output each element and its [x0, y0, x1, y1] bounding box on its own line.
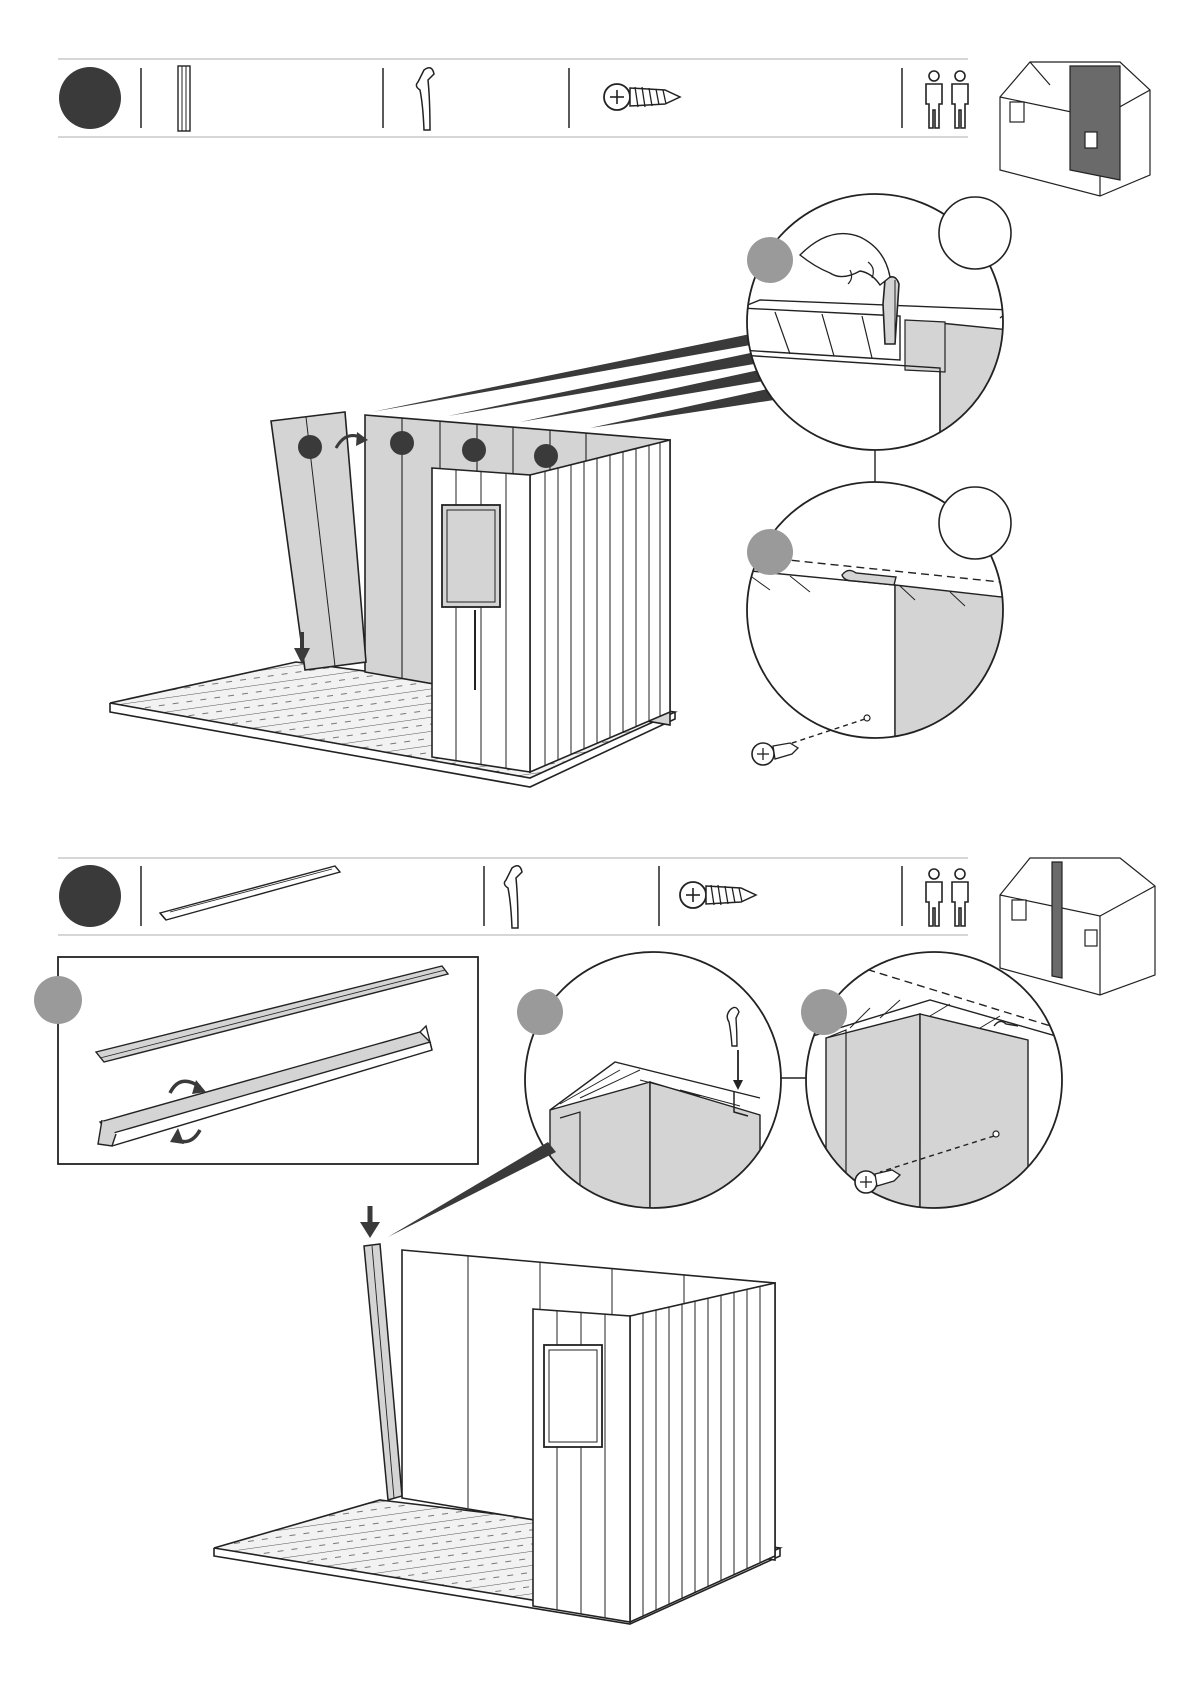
front-wall [533, 1309, 630, 1622]
corner-profile [364, 1244, 402, 1500]
window [544, 1345, 602, 1447]
detail-b-marker [747, 529, 793, 575]
step-2-number-badge [59, 865, 121, 927]
h-clip-icon [416, 68, 434, 130]
front-wall [432, 468, 530, 772]
two-persons-icon [926, 71, 968, 128]
detail-d-marker [801, 989, 847, 1035]
panel-marker-2 [390, 431, 414, 455]
step-2-detail-d [800, 950, 1070, 1220]
step-1-detail-b [740, 480, 1011, 765]
side-wall [630, 1283, 775, 1622]
detail-a-sub-badge [939, 197, 1011, 269]
panel-marker-1 [298, 435, 322, 459]
panel-marker-4 [534, 444, 558, 468]
corner-profile-icon [160, 866, 340, 920]
shed-location-icon [1000, 858, 1155, 995]
detail-b-sub-badge [939, 487, 1011, 559]
step-2-profile-inset [34, 957, 478, 1164]
detail-b-screw-icon [752, 743, 798, 765]
screw-icon [604, 84, 680, 110]
panel-marker-3 [462, 438, 486, 462]
h-clip-icon [504, 866, 522, 928]
step-1-number-badge [59, 67, 121, 129]
screw-icon [680, 882, 756, 908]
window [442, 505, 500, 607]
detail-c-marker [517, 989, 563, 1035]
step-1-header [58, 59, 1150, 196]
step-1-shed-illustration [110, 332, 774, 787]
wall-panel-icon [178, 66, 190, 131]
step-2-detail-c [517, 950, 808, 1220]
shed-location-icon [1000, 62, 1150, 196]
inset-marker [34, 976, 82, 1024]
detail-a-marker [747, 237, 793, 283]
step-2-shed-illustration [214, 1142, 780, 1624]
step-1-detail-a [740, 190, 1011, 482]
two-persons-icon [926, 869, 968, 926]
